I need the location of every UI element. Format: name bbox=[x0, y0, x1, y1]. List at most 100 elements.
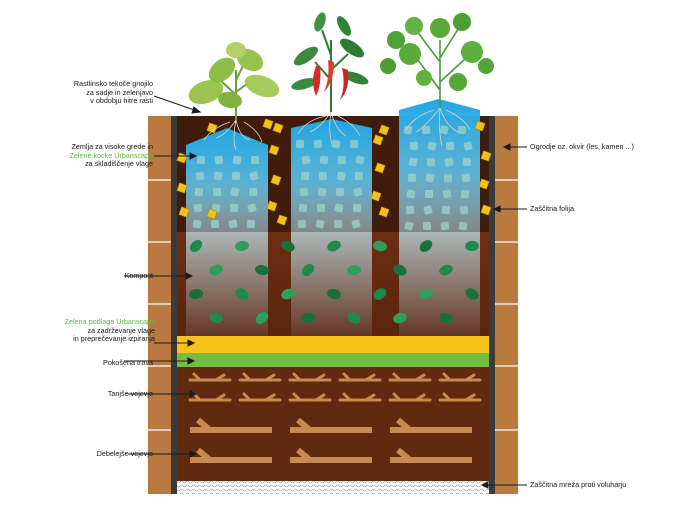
cube-icon bbox=[297, 219, 307, 229]
compost-chunk-icon bbox=[419, 288, 433, 300]
cube-icon bbox=[331, 139, 341, 149]
chili-plant-icon bbox=[291, 12, 369, 112]
compost-chunk-icon bbox=[439, 312, 453, 324]
cube-icon bbox=[474, 120, 486, 132]
label-line: Zemlja za visoke grede in bbox=[71, 142, 154, 151]
cube-columns bbox=[186, 99, 480, 336]
compost-chunk-icon bbox=[209, 264, 223, 276]
cube-icon bbox=[193, 203, 203, 213]
cube-icon bbox=[270, 174, 282, 186]
label-line: in preprečevanje izpiranja bbox=[73, 334, 155, 344]
urbanscape-mat bbox=[177, 336, 489, 353]
compost-chunk-icon bbox=[465, 288, 479, 300]
cube-icon bbox=[349, 139, 359, 149]
cube-icon bbox=[295, 139, 305, 149]
cube-icon bbox=[178, 206, 190, 218]
compost-chunks bbox=[189, 239, 479, 324]
compost-chunk-icon bbox=[209, 312, 223, 324]
cube-icon bbox=[272, 122, 284, 134]
cube-icon bbox=[301, 155, 311, 165]
cube-icon bbox=[405, 205, 415, 215]
cube-icon bbox=[266, 200, 278, 212]
branch-icon bbox=[288, 392, 332, 402]
cube-icon bbox=[231, 171, 241, 181]
cube-icon bbox=[372, 134, 384, 146]
cube-icon bbox=[248, 187, 258, 197]
cube-icon bbox=[247, 203, 257, 213]
branch-icon bbox=[338, 372, 382, 382]
label-line-brand: Zelena podlaga Urbanscape bbox=[64, 317, 155, 326]
cube-icon bbox=[206, 122, 218, 134]
label-raised-bed-soil: Zemlja za visoke grede in Zelene kocke U… bbox=[69, 142, 154, 169]
label-thick-branches: Debelejše vejevje bbox=[96, 449, 153, 459]
cube-icon bbox=[298, 203, 308, 213]
compost-chunk-icon bbox=[301, 312, 315, 324]
cube-icon bbox=[194, 187, 204, 197]
label-line: Debelejše vejevje bbox=[96, 449, 153, 458]
compost-chunk-icon bbox=[281, 288, 295, 300]
cube-icon bbox=[444, 157, 454, 167]
cube-icon bbox=[480, 204, 492, 216]
cube-icon bbox=[268, 144, 280, 156]
cube-icon bbox=[374, 162, 386, 174]
label-green-mat: Zelena podlaga Urbanscape za zadrževanje… bbox=[64, 317, 155, 344]
cube-icon bbox=[458, 221, 468, 231]
compost-chunk-icon bbox=[347, 264, 361, 276]
cube-icon bbox=[370, 190, 382, 202]
label-line: v obdobju hitre rasti bbox=[90, 96, 153, 106]
compost-chunk-icon bbox=[255, 264, 269, 276]
cube-icon bbox=[442, 189, 452, 199]
cube-icon bbox=[351, 219, 361, 229]
cube-icon bbox=[460, 189, 470, 199]
cube-icon bbox=[378, 206, 390, 218]
label-line: za skladiščenje vlage bbox=[85, 159, 153, 169]
label-thin-branches: Tanjše vejevje bbox=[108, 389, 153, 399]
cube-icon bbox=[249, 171, 259, 181]
branch-icon bbox=[338, 392, 382, 402]
compost-chunk-icon bbox=[439, 264, 453, 276]
label-line: za zadrževanje vlage bbox=[87, 325, 155, 335]
compost-chunk-icon bbox=[301, 264, 315, 276]
branch-icon bbox=[290, 447, 372, 463]
cube-icon bbox=[336, 171, 346, 181]
cube-icon bbox=[408, 157, 418, 167]
cube-icon bbox=[427, 141, 437, 151]
cube-icon bbox=[407, 173, 417, 183]
compost-chunk-icon bbox=[393, 312, 407, 324]
cube-icon bbox=[230, 187, 240, 197]
compost-chunk-icon bbox=[235, 288, 249, 300]
label-line: Kompost bbox=[124, 271, 153, 280]
label-line: Rastlinsko tekoče gnojilo bbox=[73, 79, 153, 88]
compost-chunk-icon bbox=[327, 288, 341, 300]
label-mesh: Zaščitna mreža proti voluharju bbox=[530, 480, 627, 490]
cube-icon bbox=[300, 171, 310, 181]
cube-icon bbox=[462, 157, 472, 167]
branch-icon bbox=[390, 417, 472, 433]
cube-icon bbox=[426, 157, 436, 167]
wooden-frame bbox=[148, 116, 518, 494]
cube-icon bbox=[457, 125, 467, 135]
cube-icon bbox=[319, 155, 329, 165]
cube-icon bbox=[463, 141, 473, 151]
compost-chunk-icon bbox=[255, 312, 269, 324]
label-frame: Ogrodje oz. okvir (les, kamen ...) bbox=[530, 142, 634, 152]
cube-icon bbox=[213, 171, 223, 181]
label-grass-clippings: Pokošena trava bbox=[103, 358, 153, 368]
branch-icon bbox=[190, 417, 272, 433]
cube-icon bbox=[195, 171, 205, 181]
label-line: Ogrodje oz. okvir (les, kamen ...) bbox=[530, 142, 634, 151]
cube-icon bbox=[446, 142, 454, 150]
compost-chunk-icon bbox=[235, 240, 249, 252]
branch-icon bbox=[390, 447, 472, 463]
cube-icon bbox=[316, 203, 326, 213]
compost-chunk-icon bbox=[189, 239, 203, 253]
green-cubes bbox=[192, 125, 473, 231]
branches-layer bbox=[177, 367, 489, 481]
protective-foil bbox=[171, 116, 495, 494]
label-line: Zaščitna mreža proti voluharju bbox=[530, 480, 627, 489]
grass-clippings bbox=[177, 353, 489, 367]
compost-chunk-icon bbox=[419, 240, 433, 252]
cube-icon bbox=[335, 187, 345, 197]
branch-icon bbox=[388, 372, 432, 382]
